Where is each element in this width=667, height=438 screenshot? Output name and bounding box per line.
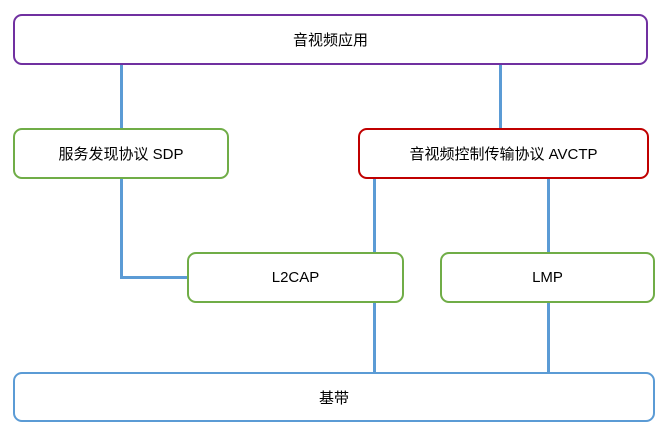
node-baseband: 基带 xyxy=(13,372,655,422)
connector-l2cap-to-baseband xyxy=(373,302,376,373)
connector-lmp-to-baseband xyxy=(547,302,550,373)
node-sdp: 服务发现协议 SDP xyxy=(13,128,229,179)
node-avctp-label: 音视频控制传输协议 AVCTP xyxy=(409,146,598,163)
connector-sdp-to-l2cap-vertical xyxy=(120,178,123,279)
connector-sdp-to-l2cap-horizontal xyxy=(120,276,188,279)
connector-app-to-sdp xyxy=(120,64,123,129)
connector-app-to-avctp xyxy=(499,64,502,129)
node-av-application-label: 音视频应用 xyxy=(292,32,368,49)
node-sdp-label: 服务发现协议 SDP xyxy=(58,146,184,163)
connector-avctp-to-lmp xyxy=(547,178,550,253)
node-l2cap: L2CAP xyxy=(187,252,404,303)
node-av-application: 音视频应用 xyxy=(13,14,648,65)
node-l2cap-label: L2CAP xyxy=(271,269,320,286)
node-lmp-label: LMP xyxy=(532,269,563,286)
node-baseband-label: 基带 xyxy=(318,389,349,407)
node-avctp: 音视频控制传输协议 AVCTP xyxy=(358,128,649,179)
connector-avctp-to-l2cap xyxy=(373,178,376,253)
node-lmp: LMP xyxy=(440,252,655,303)
